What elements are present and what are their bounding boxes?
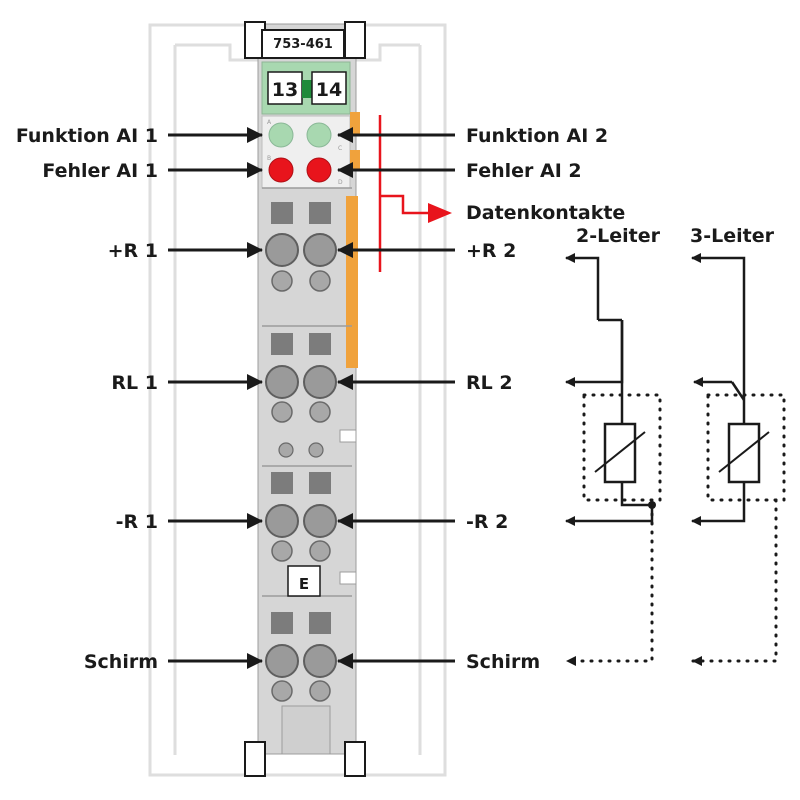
led-function-ai2 [306,122,332,148]
label-funktion-ai1: Funktion AI 1 [16,125,158,147]
label-funktion-ai2: Funktion AI 2 [466,125,608,147]
led-letter-a: A [267,119,272,126]
label-2-leiter: 2-Leiter [576,225,661,247]
label-datenkontakte: Datenkontakte [466,202,625,224]
label-fehler-ai2: Fehler AI 2 [466,160,582,182]
label-rl2: RL 2 [466,372,513,394]
three-wire-schirm-arrow [692,656,702,666]
two-wire-schirm-arrow [566,656,576,666]
two-wire-shield-dotted [564,393,662,663]
led-letter-b: B [267,155,271,162]
side-data-contacts [346,112,360,368]
left-arrows [168,127,263,669]
terminal-blocks [262,187,357,702]
data-contact-indicator [378,115,452,272]
label-plus-r2: +R 2 [466,240,516,262]
marker-e: E [299,575,309,593]
led-letter-d: D [338,179,343,186]
label-fehler-ai1: Fehler AI 1 [42,160,158,182]
three-wire-shield-dotted [690,393,786,663]
label-minus-r1: -R 1 [116,511,158,533]
led-function-ai1 [268,122,294,148]
two-wire-schematic [565,253,656,526]
three-wire-schematic [691,253,770,526]
channel-markers: 13 14 [267,71,347,105]
part-number: 753-461 [273,37,333,52]
channel-number-14: 14 [316,79,342,101]
label-schirm-right: Schirm [466,651,540,673]
label-minus-r2: -R 2 [466,511,508,533]
label-3-leiter: 3-Leiter [690,225,775,247]
status-leds: A C B D [267,119,343,186]
led-error-ai1 [268,157,294,183]
label-rl1: RL 1 [111,372,158,394]
label-plus-r1: +R 1 [108,240,158,262]
label-schirm-left: Schirm [84,651,158,673]
right-arrows [337,127,455,669]
channel-number-13: 13 [272,79,298,101]
led-letter-c: C [338,145,342,152]
led-error-ai2 [306,157,332,183]
